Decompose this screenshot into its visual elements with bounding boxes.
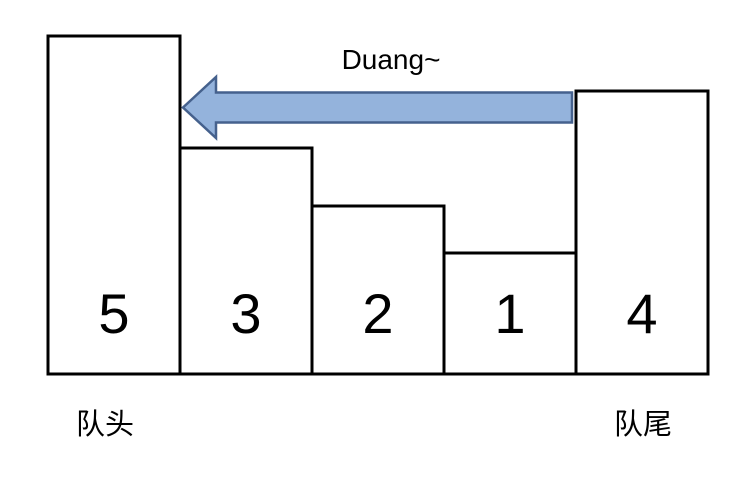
- queue-head-label: 队头: [76, 408, 134, 441]
- queue-cell-value: 5: [98, 282, 129, 345]
- queue-cell-value: 3: [230, 282, 261, 345]
- left-arrow-icon: [181, 74, 574, 141]
- queue-cells: [46, 34, 710, 376]
- queue-cell-value: 2: [362, 282, 393, 345]
- queue-cell: [178, 146, 314, 376]
- queue-tail-label: 队尾: [614, 408, 672, 441]
- queue-cell: [574, 89, 710, 376]
- queue-cell: [46, 34, 182, 376]
- queue-cell: [310, 204, 446, 376]
- queue-cell-value: 4: [626, 282, 657, 345]
- arrow-annotation: Duang~: [342, 44, 441, 75]
- queue-cell-value: 1: [494, 282, 525, 345]
